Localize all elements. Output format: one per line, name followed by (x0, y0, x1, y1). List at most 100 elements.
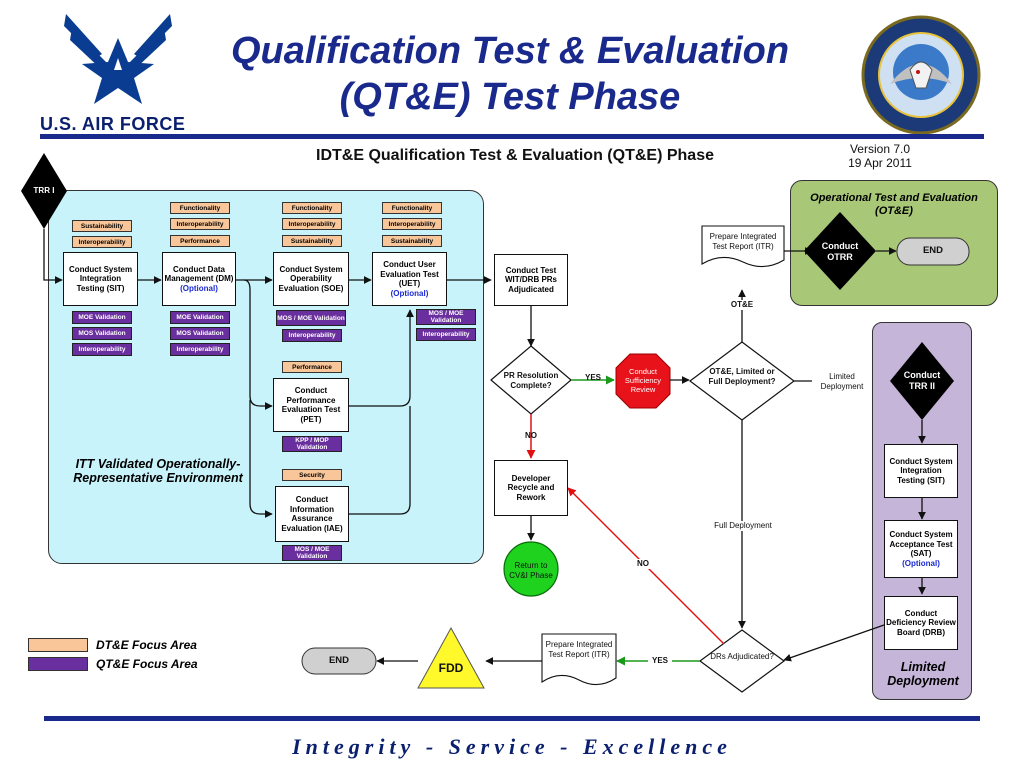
prepare-itr-document-bottom (541, 633, 617, 686)
pet-tag-performance: Performance (282, 361, 342, 373)
return-cvi-label: Return to CV&I Phase (509, 561, 553, 580)
soe-tag-mosmoe: MOS / MOE Validation (276, 310, 346, 326)
developer-rework-box: Developer Recycle and Rework (494, 460, 568, 516)
no-label-drs: NO (632, 559, 654, 569)
sit-tag-mos: MOS Validation (72, 327, 132, 340)
return-cvi-circle (503, 541, 559, 597)
ote-edge-label: OT&E (724, 300, 760, 310)
pet-tag-kpp: KPP / MOP Validation (282, 436, 342, 452)
legend-label-dte: DT&E Focus Area (96, 638, 197, 652)
soe-tag-functionality: Functionality (282, 202, 342, 214)
air-force-wordmark: U.S. AIR FORCE (40, 114, 186, 134)
uet-process-box: Conduct User Evaluation Test (UET) (Opti… (372, 252, 447, 306)
soe-process-box: Conduct System Operability Evaluation (S… (273, 252, 349, 306)
uet-tag-interoperability: Interoperability (382, 218, 442, 230)
uet-title: Conduct User Evaluation Test (UET) (380, 260, 439, 288)
ld-sat-text: Conduct System Acceptance Test (SAT) (889, 530, 953, 558)
fdd-triangle (417, 626, 485, 689)
drs-adjudicated-diamond (698, 629, 786, 693)
ld-sat-box: Conduct System Acceptance Test (SAT) (Op… (884, 520, 958, 578)
wit-drb-box: Conduct Test WIT/DRB PRs Adjudicated (494, 254, 568, 306)
footer-divider (44, 716, 980, 721)
dm-tag-performance: Performance (170, 235, 230, 247)
ld-sit-text: Conduct System Integration Testing (SIT) (889, 456, 953, 485)
drs-adjudicated-label: DRs Adjudicated? (710, 652, 774, 661)
page-title: Qualification Test & Evaluation (QT&E) T… (230, 30, 790, 118)
uet-tag-interop: Interoperability (416, 328, 476, 341)
soe-title: Conduct System Operability Evaluation (S… (278, 264, 344, 293)
ld-drb-text: Conduct Deficiency Review Board (DRB) (886, 608, 956, 637)
trr1-label: TRR I (33, 186, 55, 195)
uet-tag-sustainability: Sustainability (382, 235, 442, 247)
dm-tag-mos: MOS Validation (170, 327, 230, 340)
yes-label-pr: YES (584, 373, 601, 382)
pr-resolution-label: PR Resolution Complete? (503, 371, 559, 390)
version-date: 19 Apr 2011 (848, 156, 912, 170)
pet-process-box: Conduct Performance Evaluation Test (PET… (273, 378, 349, 432)
soe-tag-interoperability: Interoperability (282, 218, 342, 230)
dm-tag-interoperability: Interoperability (170, 218, 230, 230)
ld-sit-box: Conduct System Integration Testing (SIT) (884, 444, 958, 498)
prepare-itr-top-label: Prepare Integrated Test Report (ITR) (709, 232, 777, 251)
itt-environment-label: ITT Validated Operationally-Representati… (73, 457, 243, 485)
soe-tag-sustainability: Sustainability (282, 235, 342, 247)
uet-optional: (Optional) (390, 288, 429, 298)
header-divider (40, 134, 984, 139)
sufficiency-review-octagon (615, 353, 671, 409)
limited-deployment-panel-label: Limited Deployment (887, 660, 959, 688)
ote-end-label: END (922, 245, 944, 256)
trr1-diamond (21, 153, 67, 229)
uet-tag-functionality: Functionality (382, 202, 442, 214)
version-info: Version 7.0 19 Apr 2011 (835, 142, 925, 170)
wit-drb-text: Conduct Test WIT/DRB PRs Adjudicated (505, 265, 557, 294)
final-end-label: END (328, 655, 350, 666)
legend-label-qte: QT&E Focus Area (96, 657, 198, 671)
yes-label-drs: YES (648, 656, 672, 666)
sit-tag-sustainability: Sustainability (72, 220, 132, 232)
pet-title: Conduct Performance Evaluation Test (PET… (281, 386, 341, 424)
iae-title: Conduct Information Assurance Evaluation… (281, 495, 343, 533)
limited-deployment-edge-label: Limited Deployment (812, 372, 872, 391)
diagram-subtitle: IDT&E Qualification Test & Evaluation (Q… (316, 147, 714, 164)
sit-tag-interop: Interoperability (72, 343, 132, 356)
developer-rework-text: Developer Recycle and Rework (507, 473, 555, 502)
trr2-diamond (890, 342, 954, 420)
sit-tag-interoperability: Interoperability (72, 236, 132, 248)
full-deployment-edge-label: Full Deployment (706, 521, 780, 531)
aflcmc-seal-logo (861, 15, 981, 135)
uet-tag-mosmoe: MOS / MOE Validation (416, 309, 476, 325)
dm-title: Conduct Data Management (DM) (164, 264, 234, 284)
iae-tag-mosmoe: MOS / MOE Validation (282, 545, 342, 561)
sufficiency-review-label: Conduct Sufficiency Review (624, 367, 662, 394)
no-label-pr: NO (525, 431, 537, 440)
otrr-diamond (804, 212, 876, 290)
version-number: Version 7.0 (849, 142, 911, 156)
deployment-decision-label: OT&E, Limited or Full Deployment? (708, 367, 776, 386)
iae-tag-security: Security (282, 469, 342, 481)
otrr-label: Conduct OTRR (821, 241, 859, 262)
ld-sat-optional: (Optional) (902, 558, 940, 568)
legend-swatch-qte (28, 657, 88, 671)
trr2-label: Conduct TRR II (903, 370, 941, 391)
dm-process-box: Conduct Data Management (DM) (Optional) (162, 252, 236, 306)
sit-process-box: Conduct System Integration Testing (SIT) (63, 252, 138, 306)
sit-title: Conduct System Integration Testing (SIT) (68, 264, 133, 293)
final-end-terminal (301, 647, 377, 675)
footer-motto: Integrity - Service - Excellence (292, 734, 732, 759)
ote-panel-label: Operational Test and Evaluation (OT&E) (810, 192, 978, 217)
dm-tag-functionality: Functionality (170, 202, 230, 214)
sit-tag-moe: MOE Validation (72, 311, 132, 324)
fdd-label: FDD (438, 661, 464, 675)
dm-tag-moe: MOE Validation (170, 311, 230, 324)
prepare-itr-bottom-label: Prepare Integrated Test Report (ITR) (545, 640, 613, 659)
ote-end-terminal (896, 237, 970, 266)
ld-drb-box: Conduct Deficiency Review Board (DRB) (884, 596, 958, 650)
dm-tag-interop: Interoperability (170, 343, 230, 356)
soe-tag-interop: Interoperability (282, 329, 342, 342)
dm-optional: (Optional) (180, 283, 218, 293)
legend-swatch-dte (28, 638, 88, 652)
us-air-force-wings-logo (64, 14, 172, 104)
iae-process-box: Conduct Information Assurance Evaluation… (275, 486, 349, 542)
prepare-itr-document-top (701, 225, 785, 268)
